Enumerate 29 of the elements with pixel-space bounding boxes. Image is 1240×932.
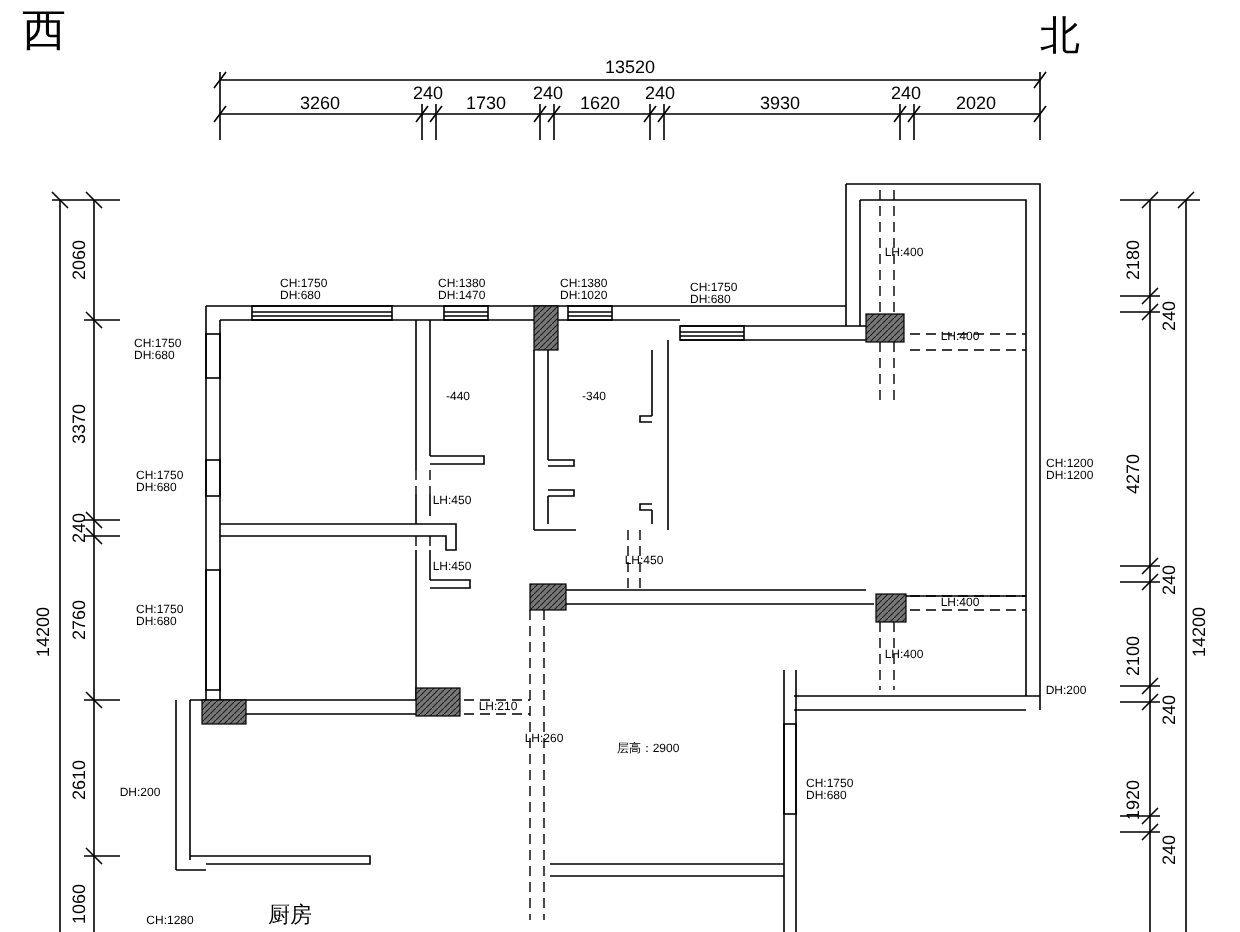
dimension-text: 240 xyxy=(1160,834,1180,866)
dimension-text: 2020 xyxy=(955,94,997,114)
dimension-text: 240 xyxy=(1160,694,1180,726)
dimension-text: 1730 xyxy=(465,94,507,114)
dimension-text: 240 xyxy=(890,84,922,104)
dimension-text: 13520 xyxy=(604,58,656,78)
dimension-text: 1920 xyxy=(1124,779,1144,821)
dimension-text: 14200 xyxy=(1190,606,1210,658)
compass-label: 北 xyxy=(1040,17,1080,59)
dimension-text: 240 xyxy=(532,84,564,104)
dimension-text: 2060 xyxy=(70,239,90,281)
dimension-text: 240 xyxy=(644,84,676,104)
dimension-text: 2610 xyxy=(70,759,90,801)
dimension-text: 1620 xyxy=(579,94,621,114)
compass-label: 西 xyxy=(22,6,66,54)
dimension-text: 2180 xyxy=(1124,239,1144,281)
dimension-text: 240 xyxy=(412,84,444,104)
dimension-text: 14200 xyxy=(34,606,54,658)
dimension-text: 240 xyxy=(70,512,90,544)
dimension-text: 2760 xyxy=(70,599,90,641)
dimension-text: 240 xyxy=(1160,300,1180,332)
dimension-text: 4270 xyxy=(1124,453,1144,495)
dimension-text: 3370 xyxy=(70,403,90,445)
dimension-text: 1060 xyxy=(70,883,90,925)
dimension-text: 240 xyxy=(1160,564,1180,596)
dimension-text: 2100 xyxy=(1124,635,1144,677)
dimension-text: 3260 xyxy=(299,94,341,114)
room-label: 厨房 xyxy=(268,906,312,930)
dimension-text: 3930 xyxy=(759,94,801,114)
